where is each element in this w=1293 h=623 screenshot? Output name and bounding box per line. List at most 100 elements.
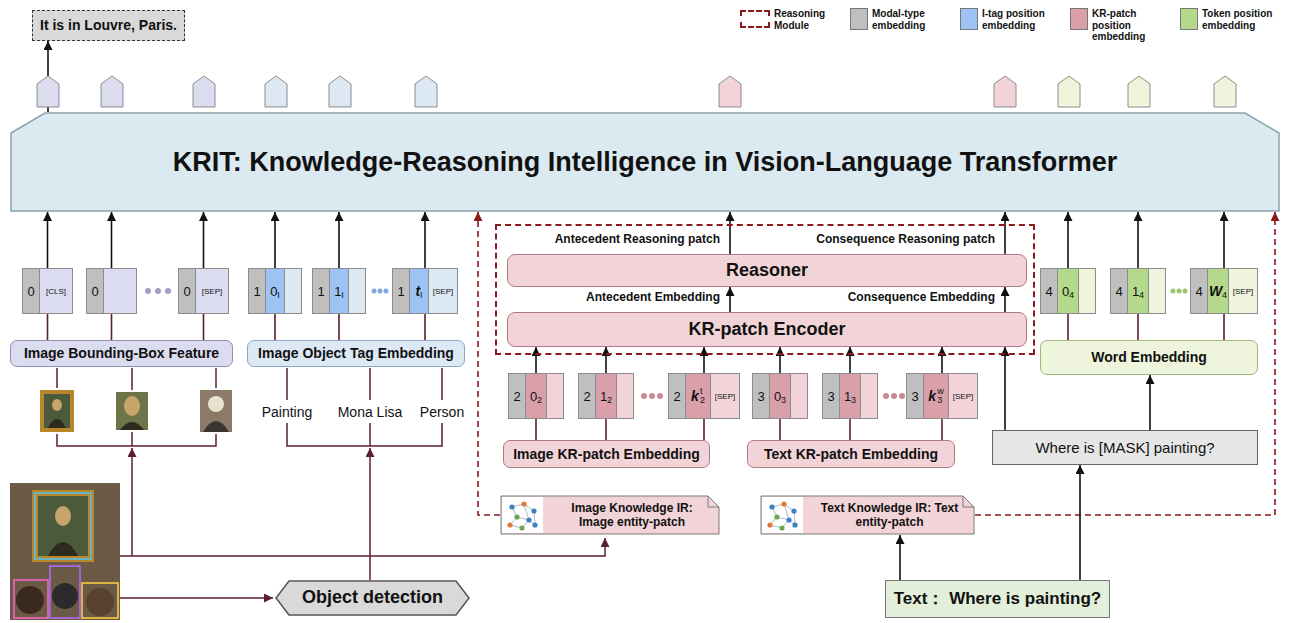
node-label: Image Bounding-Box Feature xyxy=(24,345,219,362)
node-label: Object detection xyxy=(302,587,443,609)
drawing-part xyxy=(10,483,120,620)
special-token: [SEP] xyxy=(953,392,973,401)
token-index: 1 xyxy=(317,284,324,299)
drawing-part xyxy=(193,76,215,107)
token-cell: 04 xyxy=(1057,268,1079,314)
token-cell xyxy=(616,373,634,419)
token-cell: 14 xyxy=(1127,268,1149,314)
drawing-part xyxy=(287,423,442,446)
connector xyxy=(849,347,851,373)
drawing-part xyxy=(82,583,118,618)
network-dot xyxy=(526,517,531,522)
drawing-part xyxy=(899,393,905,399)
drawing-part xyxy=(38,496,88,556)
token-index: 2 xyxy=(583,389,590,404)
masked-text-box: Where is [MASK] painting? xyxy=(992,430,1258,465)
token-index: 3 xyxy=(911,389,918,404)
node-label: Reasoner xyxy=(726,260,808,282)
token-index: 0 xyxy=(91,284,98,299)
connector xyxy=(111,314,113,340)
connector xyxy=(729,212,731,254)
token-index: 2 xyxy=(513,389,520,404)
feature-wires xyxy=(57,368,605,598)
connector xyxy=(1223,314,1225,340)
token-index: 4 xyxy=(1045,284,1052,299)
legend-swatch xyxy=(960,8,978,30)
connector xyxy=(779,347,781,373)
reasoning-module: Antecedent Reasoning patchConsequence Re… xyxy=(495,224,1035,355)
drawing-part xyxy=(1171,289,1176,294)
drawing-part xyxy=(265,76,287,107)
embedding-token: 4 04 xyxy=(1040,268,1096,314)
token-cell xyxy=(1078,268,1096,314)
special-token: [SEP] xyxy=(433,287,453,296)
hexagon-outline xyxy=(276,581,469,615)
node-label: Image Knowledge IR: Image entity-patch xyxy=(562,501,702,530)
token-index: 1 xyxy=(253,284,260,299)
token-cell: 3 xyxy=(906,373,924,419)
node-label: KRIT: Knowledge-Reasoning Intelligence i… xyxy=(173,146,1118,178)
token-cell: 1I xyxy=(329,268,349,314)
network-dot xyxy=(792,522,797,527)
token-index: 0 xyxy=(27,284,34,299)
image-crops xyxy=(40,390,232,432)
token-cell: kw3 xyxy=(923,373,949,419)
output-box: It is in Louvre, Paris. xyxy=(32,10,185,41)
node-label: It is in Louvre, Paris. xyxy=(40,17,177,34)
token-cell xyxy=(103,268,137,314)
node-label: Where is [MASK] painting? xyxy=(1035,439,1214,457)
drawing-part xyxy=(40,390,74,432)
connector xyxy=(47,212,49,268)
drawing-part xyxy=(124,396,140,416)
drawing-part xyxy=(55,506,71,526)
special-token: [SEP] xyxy=(715,392,735,401)
network-dot xyxy=(779,525,784,530)
drawing-part xyxy=(155,288,161,294)
connector xyxy=(1004,212,1006,254)
drawing-part xyxy=(165,288,171,294)
drawing-part xyxy=(120,597,273,599)
document-outline xyxy=(761,496,974,534)
text-group: Image Knowledge IR: Image entity-patch xyxy=(562,501,702,530)
module-label: Consequence Reasoning patch xyxy=(816,232,995,246)
token-cell: 2 xyxy=(508,373,526,419)
embedding-box: Image Object Tag Embedding xyxy=(247,340,465,367)
token-cell: [SEP] xyxy=(195,268,229,314)
embedding-box: Text KR-patch Embedding xyxy=(747,440,955,468)
embedding-box: Word Embedding xyxy=(1040,340,1258,375)
token-index: 0 xyxy=(1062,284,1069,299)
drawing-part xyxy=(116,392,148,430)
superscript: w xyxy=(937,387,944,396)
network-dot xyxy=(781,501,786,506)
token-cell: 0I xyxy=(265,268,285,314)
text-group: Object detection xyxy=(302,587,443,609)
token-index: 0 xyxy=(774,389,781,404)
token-index: 3 xyxy=(827,389,834,404)
token-cell: 0 xyxy=(86,268,104,314)
connector xyxy=(605,419,607,440)
text-group: Text Knowledge IR: Text entity-patch xyxy=(820,501,960,530)
network-dot xyxy=(774,514,779,519)
drawing-part xyxy=(657,393,663,399)
token-cell: 1 xyxy=(312,268,330,314)
node-label: Image KR-patch Embedding xyxy=(513,446,700,463)
module-label: Consequence Embedding xyxy=(848,290,995,304)
drawing-part xyxy=(44,394,70,428)
node-label: Word Embedding xyxy=(1091,349,1207,366)
embedding-token: 303 xyxy=(752,373,808,419)
legend-text: Modal-type embedding xyxy=(872,8,952,31)
icon-ground xyxy=(762,497,803,533)
token-cell xyxy=(348,268,366,314)
connector xyxy=(779,419,781,440)
connector xyxy=(1137,314,1139,340)
drawing-part xyxy=(441,368,443,400)
node-label: Text： Where is painting? xyxy=(894,589,1101,609)
folded-corner xyxy=(963,496,974,507)
legend-swatch xyxy=(850,8,868,30)
drawing-part xyxy=(641,393,647,399)
drawing-part xyxy=(203,421,229,432)
connector xyxy=(605,347,607,373)
embedding-token: 414 xyxy=(1110,268,1166,314)
network-dot xyxy=(532,522,537,527)
